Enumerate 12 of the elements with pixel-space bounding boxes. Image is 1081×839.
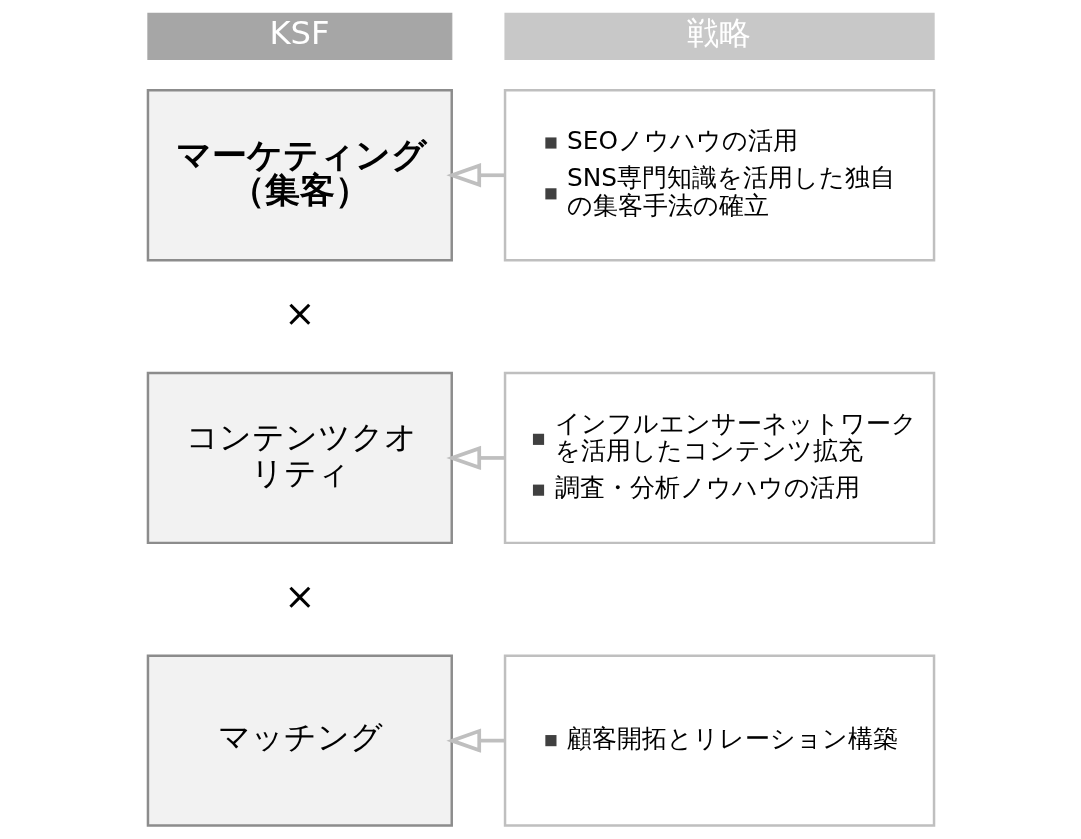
label: × — [283, 290, 315, 335]
node-box: コンテンツクオリティ — [146, 371, 453, 545]
arrow — [445, 728, 505, 753]
node-box: マーケティング（集客） — [146, 89, 453, 262]
node-box: インフルエンサーネットワークを活用したコンテンツ拡充 調査・分析ノウハウの活用 — [503, 371, 935, 545]
arrow — [445, 445, 505, 471]
node-box: 顧客開拓とリレーション構築 — [503, 654, 935, 827]
node-box: SEOノウハウの活用 SNS専門知識を活用した独自の集客手法の確立 — [503, 89, 935, 262]
arrow — [445, 163, 505, 188]
node-box: マッチング — [146, 654, 453, 827]
node-box: KSF — [146, 12, 452, 60]
label: × — [283, 573, 315, 618]
